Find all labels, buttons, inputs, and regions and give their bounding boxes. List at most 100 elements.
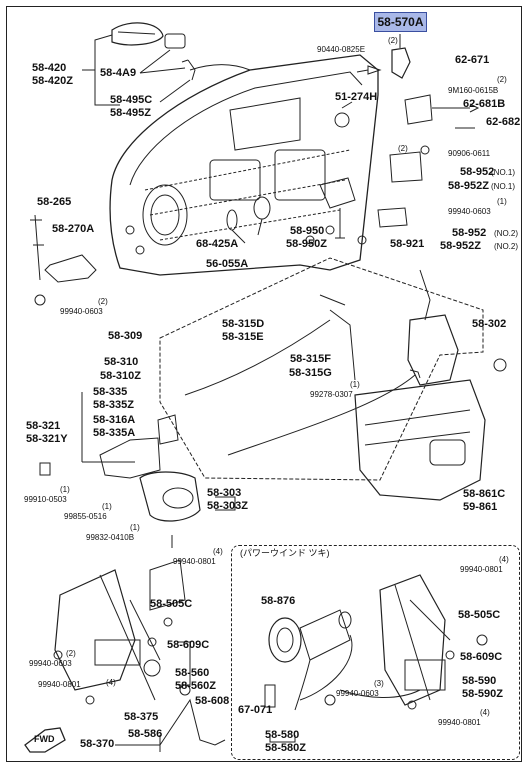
- callout-62-682[interactable]: 62-682: [486, 116, 521, 128]
- manual-regulator-drawing: [53, 559, 226, 752]
- callout-58-608[interactable]: 58-608: [195, 695, 230, 707]
- callout-qty: (1): [497, 197, 507, 206]
- callout-58-335z[interactable]: 58-335Z: [93, 399, 134, 411]
- callout-58-316a[interactable]: 58-316A: [93, 414, 136, 426]
- callout-58-303z[interactable]: 58-303Z: [207, 500, 248, 512]
- callout-68-425a[interactable]: 68-425A: [196, 238, 239, 250]
- diagram-frame: [6, 6, 522, 762]
- callout-58-315d[interactable]: 58-315D: [222, 318, 265, 330]
- callout-90440-0825e[interactable]: 90440-0825E: [317, 45, 366, 54]
- callout-58-335a[interactable]: 58-335A: [93, 427, 136, 439]
- callout-qty: (2): [398, 144, 408, 153]
- callout-51-274h[interactable]: 51-274H: [335, 91, 378, 103]
- callout-58-4a9[interactable]: 58-4A9: [100, 67, 137, 79]
- callout-58-560z[interactable]: 58-560Z: [175, 680, 216, 692]
- highlighted-part-number[interactable]: 58-570A: [374, 12, 427, 32]
- callout-90906-0611[interactable]: 90906-0611: [448, 149, 491, 158]
- callout-58-580[interactable]: 58-580: [265, 729, 300, 741]
- callout-qty: (2): [66, 649, 76, 658]
- callout-67-071[interactable]: 67-071: [238, 704, 273, 716]
- callout-58-315g[interactable]: 58-315G: [289, 367, 332, 379]
- callout-58-310z[interactable]: 58-310Z: [100, 370, 141, 382]
- callout-59-861[interactable]: 59-861: [463, 501, 498, 513]
- callout-99940-0801[interactable]: 99940-0801: [38, 680, 81, 689]
- callout-56-055a[interactable]: 56-055A: [206, 258, 249, 270]
- callout-58-310[interactable]: 58-310: [104, 356, 139, 368]
- callout-58-921[interactable]: 58-921: [390, 238, 425, 250]
- callout-58-560[interactable]: 58-560: [175, 667, 210, 679]
- callout-99910-0503[interactable]: 99910-0503: [24, 495, 67, 504]
- callout-58-580z[interactable]: 58-580Z: [265, 742, 306, 754]
- callout-58-315e[interactable]: 58-315E: [222, 331, 264, 343]
- callout-no1: (NO.1): [491, 182, 515, 191]
- callout-58-590[interactable]: 58-590: [462, 675, 497, 687]
- callout-58-303[interactable]: 58-303: [207, 487, 242, 499]
- callout-no2: (NO.2): [494, 229, 518, 238]
- callout-99940-0603[interactable]: 99940-0603: [29, 659, 72, 668]
- callout-99940-0801[interactable]: 99940-0801: [173, 557, 216, 566]
- callout-62-671[interactable]: 62-671: [455, 54, 490, 66]
- callout-58-952z[interactable]: 58-952Z: [448, 180, 489, 192]
- callout-58-609c[interactable]: 58-609C: [167, 639, 210, 651]
- callout-58-590z[interactable]: 58-590Z: [462, 688, 503, 700]
- callout-qty: (1): [130, 523, 140, 532]
- callout-99832-0410b[interactable]: 99832-0410B: [86, 533, 135, 542]
- callout-58-952z-no2[interactable]: 58-952Z: [440, 240, 481, 252]
- callout-58-505c[interactable]: 58-505C: [150, 598, 193, 610]
- callout-qty: (4): [213, 547, 223, 556]
- callout-qty: (4): [106, 678, 116, 687]
- power-regulator-drawing: [299, 574, 488, 710]
- callout-99278-0307[interactable]: 99278-0307: [310, 390, 353, 399]
- callout-qty: (3): [374, 679, 384, 688]
- callout-99940-0801[interactable]: 99940-0801: [460, 565, 503, 574]
- rod-group-drawing: [159, 257, 484, 481]
- callout-no1: (NO.1): [491, 168, 515, 177]
- fwd-arrow-label: FWD: [34, 734, 55, 744]
- callout-qty: (1): [102, 502, 112, 511]
- callout-qty: (2): [98, 297, 108, 306]
- power-window-group: [231, 545, 520, 760]
- callout-58-321[interactable]: 58-321: [26, 420, 61, 432]
- callout-58-315f[interactable]: 58-315F: [290, 353, 331, 365]
- callout-58-861c[interactable]: 58-861C: [463, 488, 506, 500]
- callout-qty: (2): [497, 75, 507, 84]
- callout-99940-0603[interactable]: 99940-0603: [60, 307, 103, 316]
- window-motor-drawing: [264, 609, 352, 711]
- callout-58-375[interactable]: 58-375: [124, 711, 159, 723]
- callout-58-302[interactable]: 58-302: [472, 318, 507, 330]
- callout-58-309[interactable]: 58-309: [108, 330, 143, 342]
- callout-58-952-no2[interactable]: 58-952: [452, 227, 487, 239]
- callout-58-609c[interactable]: 58-609C: [460, 651, 503, 663]
- callout-99855-0516[interactable]: 99855-0516: [64, 512, 107, 521]
- callout-9m160-0615b[interactable]: 9M160-0615B: [448, 86, 499, 95]
- callout-58-335[interactable]: 58-335: [93, 386, 128, 398]
- callout-qty: (2): [388, 36, 398, 45]
- callout-58-420[interactable]: 58-420: [32, 62, 67, 74]
- power-window-note: (パワーウインド ツキ): [240, 548, 330, 558]
- callout-58-321y[interactable]: 58-321Y: [26, 433, 68, 445]
- callout-58-495c[interactable]: 58-495C: [110, 94, 153, 106]
- callout-qty: (1): [60, 485, 70, 494]
- callout-qty: (4): [499, 555, 509, 564]
- callout-58-420z[interactable]: 58-420Z: [32, 75, 73, 87]
- callout-99940-0603[interactable]: 99940-0603: [448, 207, 491, 216]
- callout-58-952[interactable]: 58-952: [460, 166, 495, 178]
- door-shell-drawing: [109, 54, 379, 276]
- callout-qty: (1): [350, 380, 360, 389]
- callout-58-876[interactable]: 58-876: [261, 595, 296, 607]
- callout-58-586[interactable]: 58-586: [128, 728, 163, 740]
- callout-no2: (NO.2): [494, 242, 518, 251]
- callout-58-370[interactable]: 58-370: [80, 738, 115, 750]
- callout-58-505c[interactable]: 58-505C: [458, 609, 501, 621]
- callout-58-265[interactable]: 58-265: [37, 196, 72, 208]
- callout-58-950z[interactable]: 58-950Z: [286, 238, 327, 250]
- callout-62-681b[interactable]: 62-681B: [463, 98, 506, 110]
- callout-58-495z[interactable]: 58-495Z: [110, 107, 151, 119]
- callout-99940-0801[interactable]: 99940-0801: [438, 718, 481, 727]
- outside-handle-drawing: [111, 22, 196, 81]
- callout-99940-0603[interactable]: 99940-0603: [336, 689, 379, 698]
- callout-58-270a[interactable]: 58-270A: [52, 223, 95, 235]
- callout-58-950[interactable]: 58-950: [290, 225, 325, 237]
